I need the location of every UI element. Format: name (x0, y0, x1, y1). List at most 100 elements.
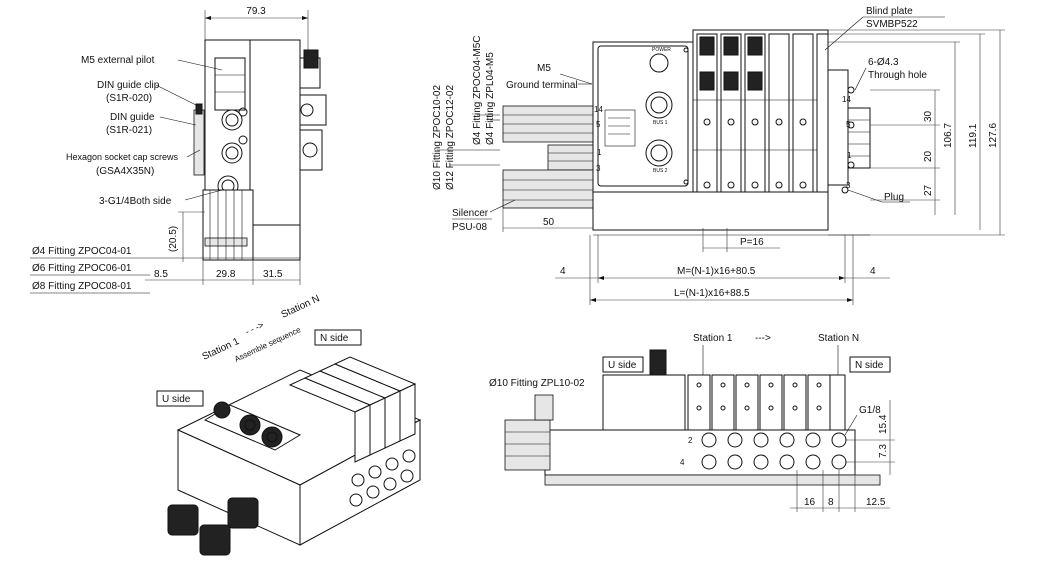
dim-l-formula: L=(N-1)x16+88.5 (674, 288, 750, 299)
br-dim-15-4: 15.4 (878, 414, 889, 434)
br-n-side-box (849, 356, 891, 373)
br-dim-8: 8 (828, 497, 834, 508)
br-port-2: 2 (688, 436, 693, 445)
iso-u-side: U side (162, 394, 191, 405)
iso-station-n: Station N (280, 293, 322, 320)
br-u-side-box (602, 356, 644, 373)
bus2-connector (645, 139, 673, 167)
dim-m-formula: M=(N-1)x16+80.5 (677, 266, 756, 277)
controller-bus1-label: BUS 1 (653, 120, 668, 126)
iso-silencer-2 (199, 524, 231, 556)
label-ph4-fitting-m5c: Ø4 Fitting ZPOC04-M5C (472, 36, 483, 145)
label-plug: Plug (884, 192, 904, 203)
din-guide (193, 109, 205, 176)
iso-arrow: - - -> (244, 320, 266, 337)
connector-gland (303, 49, 319, 69)
fitting-ph6: Ø6 Fitting ZPOC06-01 (32, 263, 132, 274)
br-dim-12-5: 12.5 (866, 497, 886, 508)
bus1-connector (645, 91, 673, 119)
port-mark-1-right: 1 (847, 151, 852, 160)
callout-g14-both-side: 3-G1/4Both side (99, 196, 172, 207)
label-ph4-fitting-zpl: Ø4 Fitting ZPL04-M5 (485, 52, 496, 145)
iso-u-side-box (156, 390, 204, 407)
label-blind-plate: Blind plate (866, 6, 913, 17)
isometric-view: Station 1 - - -> Station N Assemble sequ… (156, 293, 422, 556)
iso-power-connector (213, 401, 231, 419)
label-silencer-code: PSU-08 (452, 222, 487, 233)
dim-127-6: 127.6 (988, 123, 999, 148)
br-fitting: Ø10 Fitting ZPL10-02 (489, 378, 585, 389)
din-guide-clip (195, 103, 203, 115)
dim-50: 50 (543, 217, 555, 228)
dim-27: 27 (923, 184, 934, 196)
dim-side-left: 4 (560, 266, 566, 277)
port-mark-3: 3 (596, 164, 601, 173)
dim-79-3: 79.3 (246, 6, 266, 17)
g14-port-upper (221, 109, 243, 131)
br-u-side: U side (608, 360, 637, 371)
port-mark-1: 1 (597, 148, 602, 157)
br-left-fitting (504, 419, 551, 471)
label-silencer: Silencer (452, 208, 489, 219)
callout-din-guide: DIN guide (110, 112, 155, 123)
left-side-view: 79.3 M5 external pilot (30, 6, 327, 294)
g14-port-middle (221, 142, 243, 164)
iso-n-side-box (314, 329, 362, 346)
dim-8-5: 8.5 (154, 269, 168, 280)
br-base (544, 429, 856, 476)
label-m5: M5 (537, 63, 551, 74)
fitting-ph8: Ø8 Fitting ZPOC08-01 (32, 281, 132, 292)
iso-n-side: N side (320, 333, 349, 344)
callout-hex-screws-code: (GSA4X35N) (96, 166, 154, 177)
label-ph10-fitting: Ø10 Fitting ZPOC10-02 (432, 85, 443, 190)
callout-hex-screws: Hexagon socket cap screws (66, 152, 179, 162)
fitting-ph4: Ø4 Fitting ZPOC04-01 (32, 246, 132, 257)
iso-silencer-3 (227, 497, 259, 529)
br-g18: G1/8 (859, 405, 881, 416)
dim-119-1: 119.1 (968, 123, 979, 148)
label-blind-plate-code: SVMBP522 (866, 19, 918, 30)
iso-assemble-sequence: Assemble sequence (233, 325, 303, 364)
port-mark-14: 14 (594, 105, 603, 114)
callout-din-guide-clip-code: (S1R-020) (106, 93, 152, 104)
dim-31-5: 31.5 (263, 269, 283, 280)
br-arrow: ---> (755, 333, 771, 344)
controller-bus2-label: BUS 2 (653, 168, 668, 174)
label-through-hole-count: 6-Ø4.3 (868, 57, 899, 68)
port-mark-3-right: 3 (846, 181, 851, 190)
end-plate-n (827, 69, 849, 186)
front-view: Ø10 Fitting ZPOC10-02 Ø12 Fitting ZPOC12… (432, 6, 1005, 305)
label-through-hole: Through hole (868, 70, 927, 81)
br-dim-7-3: 7.3 (878, 444, 889, 458)
bottom-right-view: Station 1 ---> Station N U side N side Ø… (489, 333, 895, 512)
br-dim-16: 16 (804, 497, 816, 508)
dim-29-8: 29.8 (216, 269, 236, 280)
callout-din-guide-clip: DIN guide clip (97, 80, 160, 91)
silencer-body (502, 169, 594, 209)
dim-side-right: 4 (870, 266, 876, 277)
callout-m5-external-pilot: M5 external pilot (81, 55, 155, 66)
br-n-side: N side (855, 360, 884, 371)
pilot-block (214, 57, 246, 111)
br-station-n: Station N (818, 333, 859, 344)
dim-106-7: 106.7 (943, 123, 954, 148)
br-controller (602, 374, 686, 431)
dim-20: 20 (923, 150, 934, 162)
br-power-connector (649, 349, 667, 376)
dim-30: 30 (923, 110, 934, 122)
br-port-4: 4 (680, 458, 685, 467)
port-mark-5: 5 (596, 120, 601, 129)
port-mark-5-right: 5 (846, 120, 851, 129)
dim-pitch: P=16 (740, 237, 764, 248)
label-ground-terminal: Ground terminal (506, 80, 578, 91)
port-mark-14-right: 14 (842, 95, 851, 104)
dim-20-5: (20.5) (168, 226, 179, 252)
label-ph12-fitting: Ø12 Fitting ZPOC12-02 (445, 85, 456, 190)
controller-power-label: POWER (652, 47, 671, 53)
iso-silencer-1 (167, 504, 199, 536)
callout-din-guide-code: (S1R-021) (106, 125, 152, 136)
power-connector (649, 53, 669, 73)
valve-side-body (249, 39, 301, 226)
br-station-1: Station 1 (693, 333, 733, 344)
